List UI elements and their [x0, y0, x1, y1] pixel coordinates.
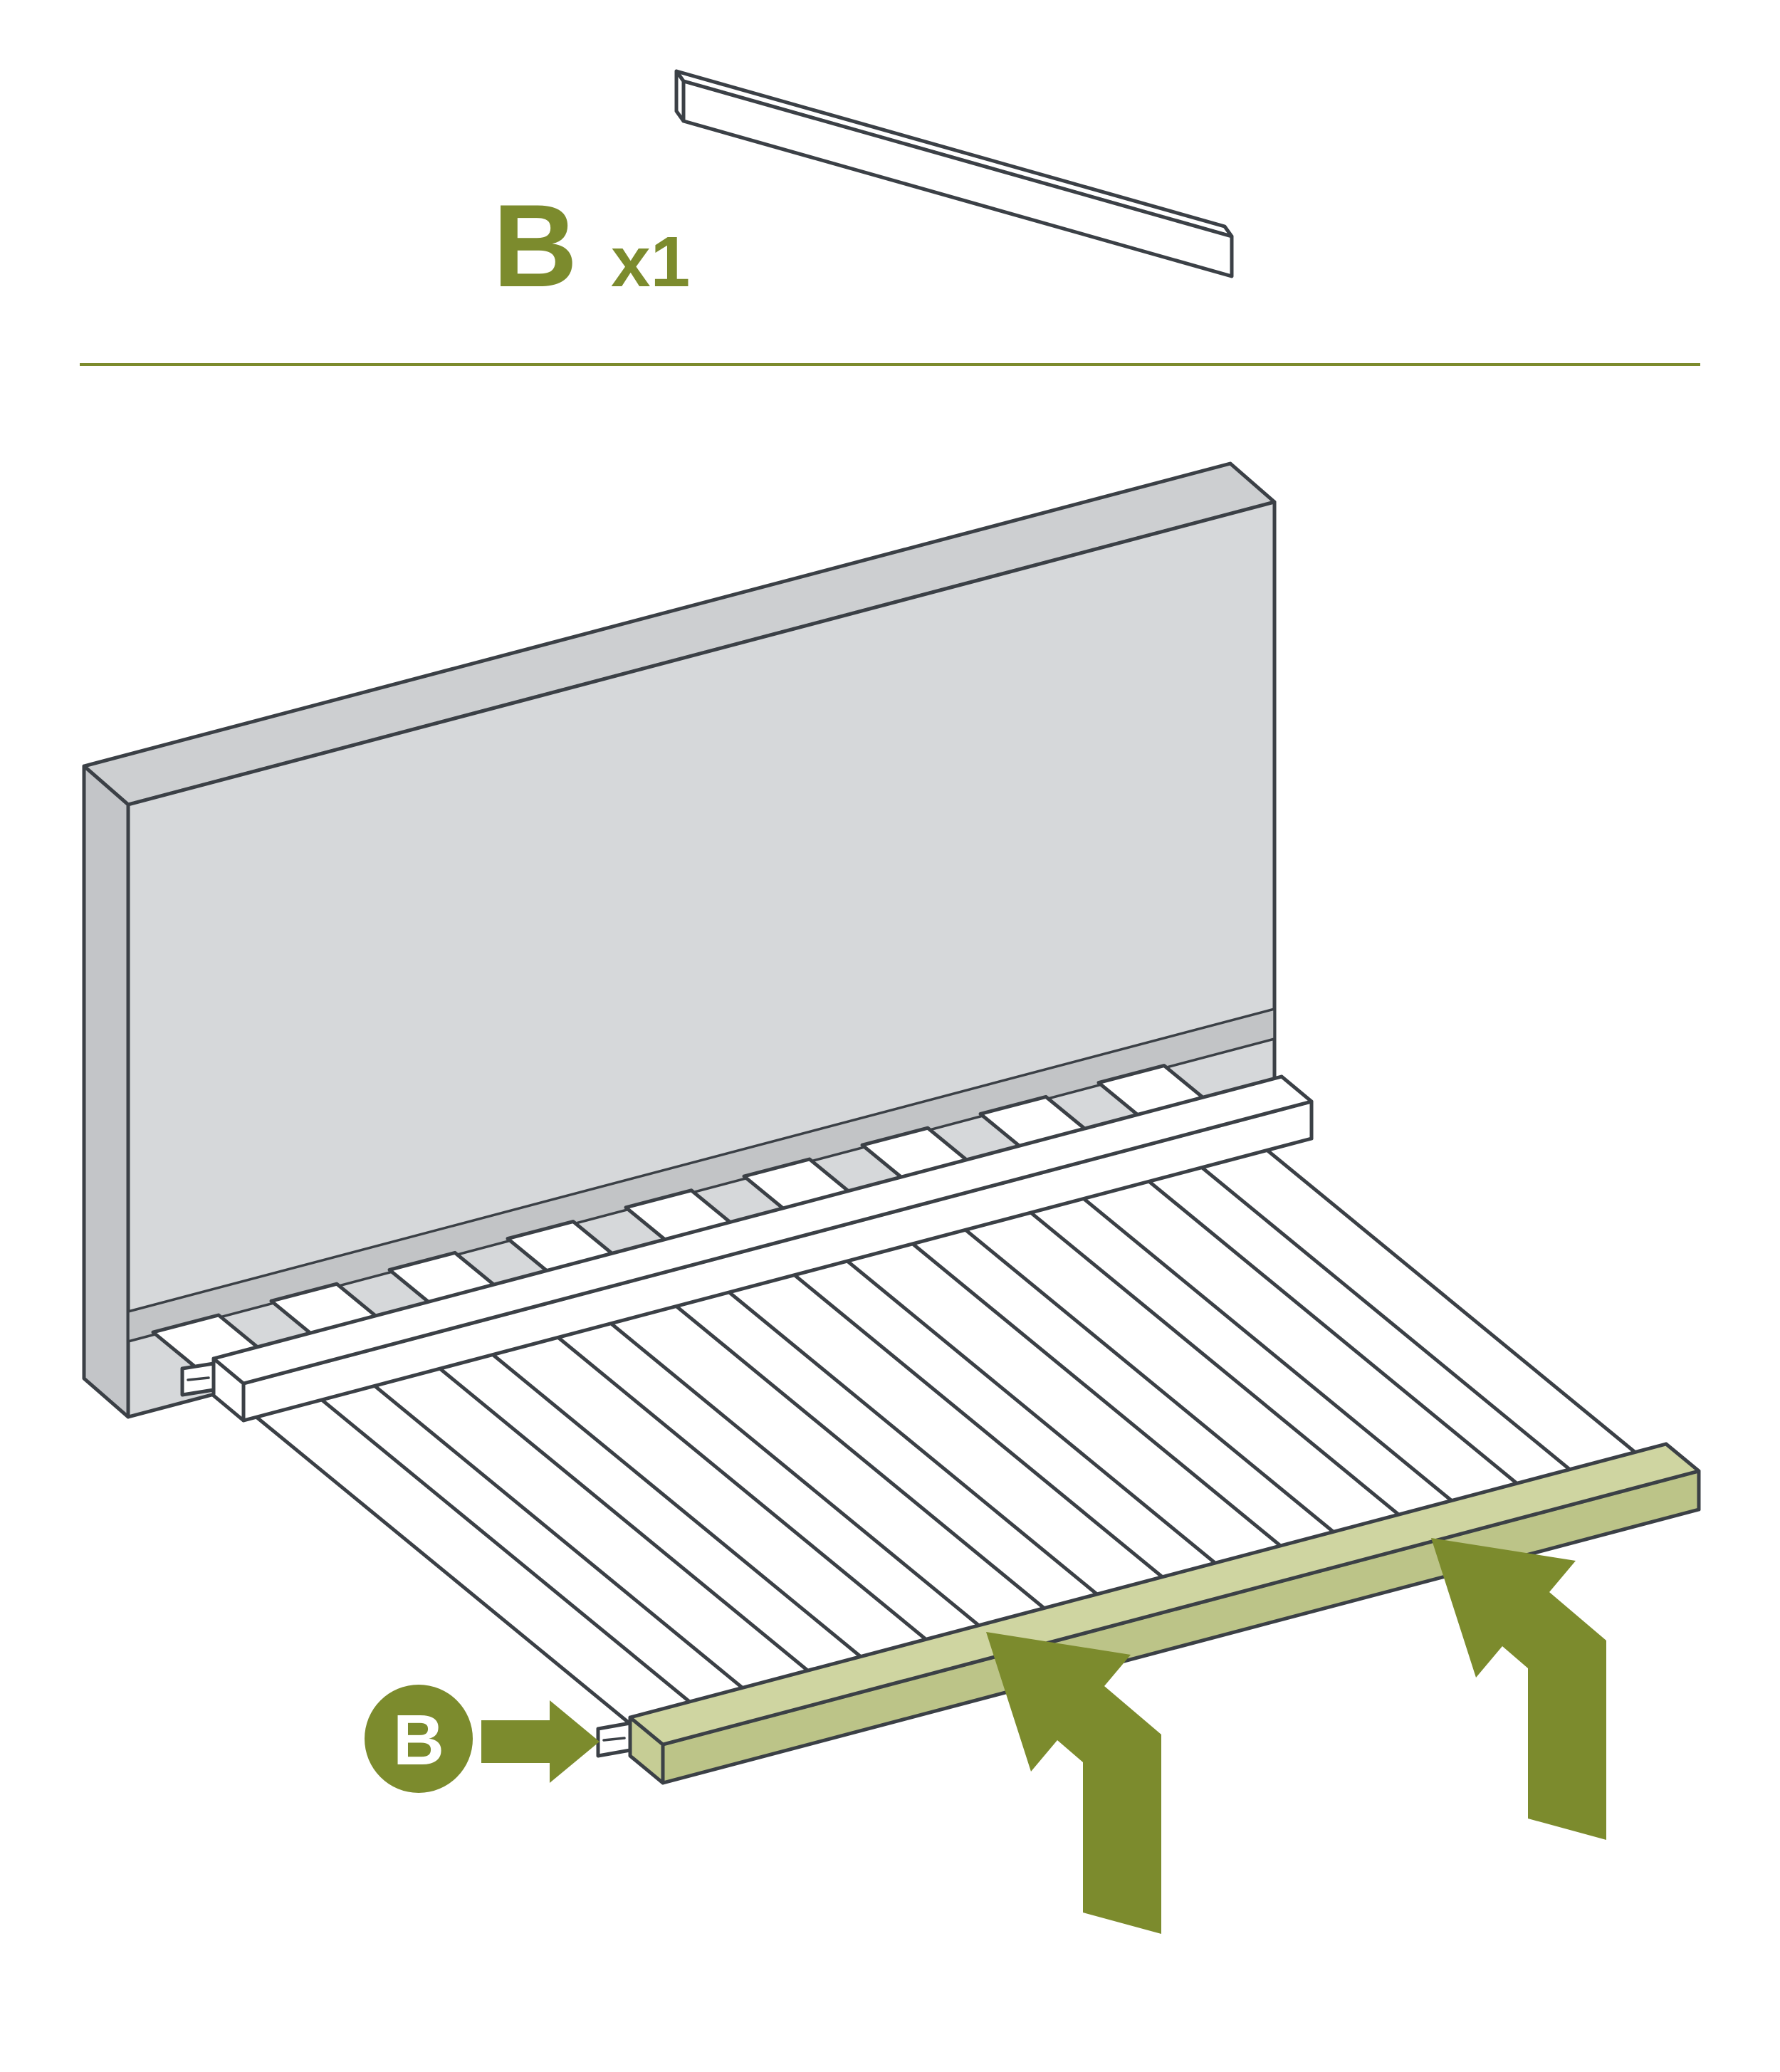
- part-letter-label: B: [493, 180, 577, 311]
- part-b-preview-drawing: [674, 69, 1234, 278]
- part-b-board-end-face: [674, 69, 686, 123]
- rail-connector-slot: [187, 1376, 210, 1381]
- push-direction-arrow-right: [1431, 1538, 1606, 1840]
- rail-b-connector-slot: [602, 1737, 626, 1742]
- callout-circle: [365, 1685, 473, 1793]
- headboard-rail-top-face: [211, 1074, 1314, 1386]
- headboard-rail: [180, 1074, 1314, 1423]
- callout-arrow: [481, 1700, 600, 1783]
- part-b-callout: B: [365, 1685, 600, 1793]
- callout-letter: B: [393, 1700, 444, 1780]
- push-direction-arrow-left: [986, 1632, 1161, 1934]
- headboard-base-molding-groove: [127, 1008, 1276, 1343]
- part-quantity-label: x1: [611, 222, 690, 302]
- rail-b-top-face: [628, 1442, 1701, 1747]
- part-b-board-front-face: [681, 79, 1234, 278]
- headboard-side-face: [82, 764, 130, 1419]
